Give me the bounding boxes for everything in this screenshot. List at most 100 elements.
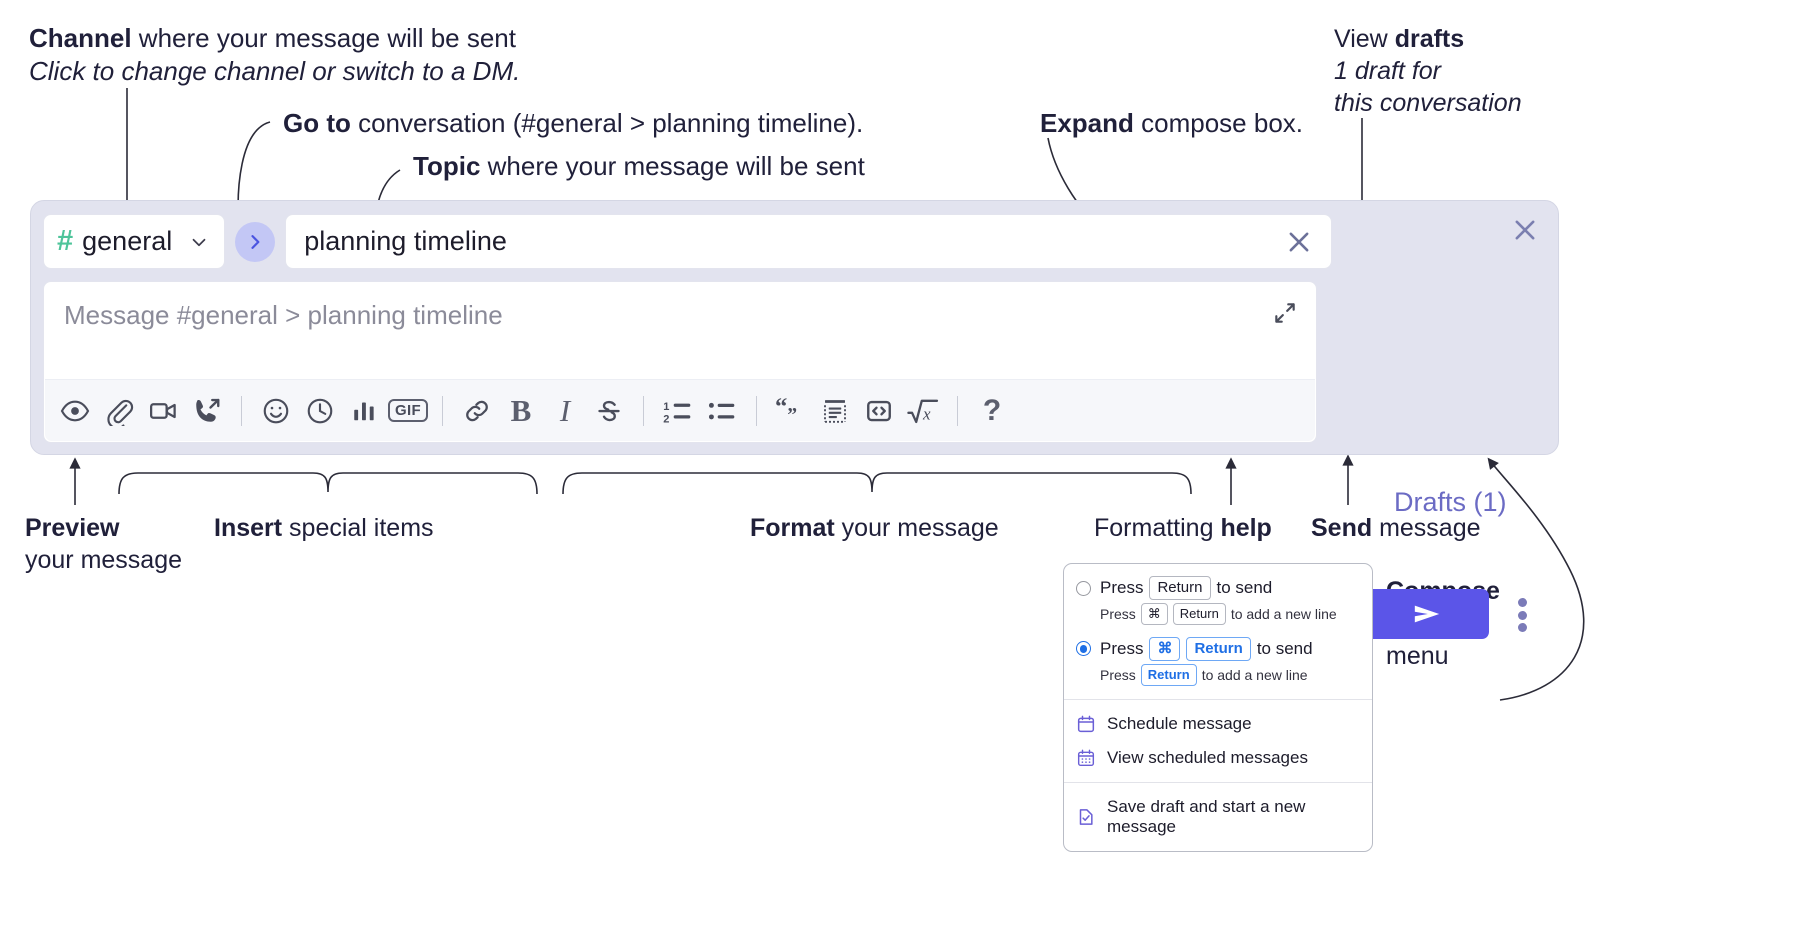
toolbar-separator xyxy=(241,395,242,426)
toolbar-separator xyxy=(643,395,644,426)
attachment-button[interactable] xyxy=(97,389,141,433)
emoji-button[interactable] xyxy=(254,389,298,433)
strikethrough-icon xyxy=(598,400,620,421)
annotation-drafts: View drafts 1 draft for this conversatio… xyxy=(1334,23,1522,119)
annotation-topic-rest: where your message will be sent xyxy=(480,151,865,181)
kebab-dot xyxy=(1517,598,1527,607)
annotation-send: Send message xyxy=(1311,512,1481,544)
annotation-format-bold: Format xyxy=(750,514,835,542)
svg-text:1: 1 xyxy=(663,400,669,412)
attachment-icon xyxy=(107,399,134,426)
ordered-list-icon: 1 2 xyxy=(663,400,691,425)
compose-header-row: # general planning timeline xyxy=(43,214,1333,269)
poll-button[interactable] xyxy=(342,389,386,433)
formatting-help-button[interactable]: ? xyxy=(970,389,1014,433)
key-return: Return xyxy=(1140,664,1197,686)
option-2-sub-pre: Press xyxy=(1100,666,1136,683)
annotation-expand-bold: Expand xyxy=(1040,108,1134,138)
math-button[interactable]: x xyxy=(901,389,945,433)
topic-value: planning timeline xyxy=(304,226,507,256)
option-1-subtext: Press ⌘ Return to add a new line xyxy=(1064,600,1372,629)
topic-clear-button[interactable] xyxy=(1283,226,1315,258)
calendar-grid-icon xyxy=(1076,748,1096,768)
strikethrough-button[interactable] xyxy=(587,389,631,433)
code-block-button[interactable] xyxy=(813,389,857,433)
annotation-format-rest: your message xyxy=(834,514,999,542)
option-2-post: to send xyxy=(1256,638,1313,658)
toolbar-separator xyxy=(957,395,958,426)
calendar-schedule-icon xyxy=(1076,714,1096,734)
link-button[interactable] xyxy=(455,389,499,433)
phone-forward-icon xyxy=(196,398,220,422)
menu-label: View scheduled messages xyxy=(1107,747,1308,767)
annotation-goto-bold: Go to xyxy=(283,108,351,138)
hash-icon: # xyxy=(57,225,73,257)
channel-name: general xyxy=(82,226,173,256)
annotation-formatting-help: Formatting help xyxy=(1094,512,1272,544)
bold-button[interactable]: B xyxy=(499,389,543,433)
annotation-preview-line2: your message xyxy=(25,546,183,574)
radio-unselected-icon xyxy=(1076,580,1091,596)
option-1-sub-pre: Press xyxy=(1100,606,1136,623)
menu-item-save-draft[interactable]: Save draft and start a new message xyxy=(1064,790,1372,844)
key-return: Return xyxy=(1186,636,1251,662)
annotation-drafts-sub2: this conversation xyxy=(1334,89,1522,117)
message-input-box[interactable]: Message #general > planning timeline xyxy=(43,281,1317,443)
gif-button[interactable]: GIF xyxy=(386,389,430,433)
compose-options-button[interactable] xyxy=(1512,595,1532,635)
kebab-dot xyxy=(1517,623,1527,632)
menu-item-view-scheduled[interactable]: View scheduled messages xyxy=(1064,741,1372,775)
inline-code-icon xyxy=(867,400,891,421)
preview-button[interactable] xyxy=(53,389,97,433)
channel-selector[interactable]: # general xyxy=(43,214,226,269)
annotation-format: Format your message xyxy=(750,512,999,544)
chevron-down-icon xyxy=(188,231,210,253)
kebab-dot xyxy=(1517,610,1527,620)
annotation-topic: Topic where your message will be sent xyxy=(413,150,865,183)
poll-bars-icon xyxy=(354,402,374,420)
menu-divider xyxy=(1064,781,1372,783)
bulleted-list-button[interactable] xyxy=(700,389,744,433)
annotation-goto: Go to conversation (#general > planning … xyxy=(283,107,863,140)
math-icon: x xyxy=(907,399,939,423)
topic-field[interactable]: planning timeline xyxy=(285,214,1333,269)
ordered-list-button[interactable]: 1 2 xyxy=(656,389,700,433)
annotation-insert: Insert special items xyxy=(214,512,434,544)
option-1-pre: Press xyxy=(1100,578,1144,598)
video-clip-button[interactable] xyxy=(141,389,185,433)
option-2-subtext: Press Return to add a new line xyxy=(1064,661,1372,690)
panel-close-button[interactable] xyxy=(1508,213,1542,247)
key-return: Return xyxy=(1172,603,1226,625)
drafts-link[interactable]: Drafts (1) xyxy=(1394,487,1507,517)
menu-label: Save draft and start a new message xyxy=(1107,796,1306,836)
formatting-toolbar: GIF B I xyxy=(45,379,1315,441)
annotation-expand: Expand compose box. xyxy=(1040,107,1303,140)
send-button[interactable] xyxy=(1365,589,1489,639)
annotation-channel-rest: where your message will be sent xyxy=(131,23,516,53)
link-icon xyxy=(466,400,488,421)
audio-clip-button[interactable] xyxy=(185,389,229,433)
key-command: ⌘ xyxy=(1149,636,1181,662)
preview-icon xyxy=(60,400,90,421)
annotation-send-bold: Send xyxy=(1311,514,1373,542)
bulleted-list-icon xyxy=(708,402,735,419)
option-return-to-send[interactable]: Press Return to send xyxy=(1064,574,1372,601)
blockquote-icon: “ ” xyxy=(775,396,797,426)
inline-code-button[interactable] xyxy=(857,389,901,433)
option-1-post: to send xyxy=(1216,578,1273,598)
option-cmd-return-to-send[interactable]: Press ⌘ Return to send xyxy=(1064,635,1372,662)
menu-item-schedule-message[interactable]: Schedule message xyxy=(1064,707,1372,741)
annotation-expand-rest: compose box. xyxy=(1133,108,1304,138)
annotation-channel: Channel where your message will be sent … xyxy=(29,22,520,89)
italic-button[interactable]: I xyxy=(543,389,587,433)
goto-conversation-button[interactable] xyxy=(235,221,276,262)
blockquote-button[interactable]: “ ” xyxy=(769,389,813,433)
italic-icon: I xyxy=(559,392,571,428)
toolbar-separator xyxy=(756,395,757,426)
toolbar-separator xyxy=(442,395,443,426)
annotation-topic-bold: Topic xyxy=(413,151,481,181)
reminder-button[interactable] xyxy=(298,389,342,433)
compose-panel: # general planning timeline xyxy=(30,200,1559,639)
expand-compose-button[interactable] xyxy=(1268,296,1302,330)
